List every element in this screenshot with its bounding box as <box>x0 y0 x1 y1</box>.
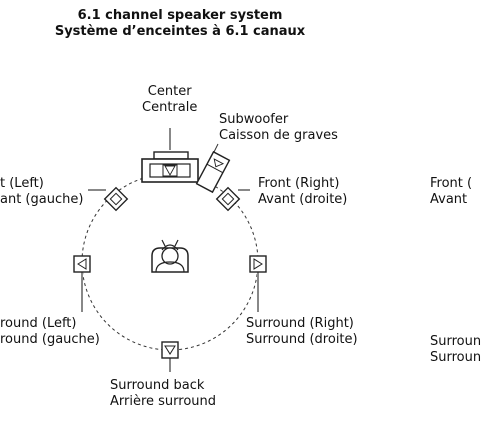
front-right-speaker-icon <box>215 186 241 212</box>
label-next-surround: Surroun Surroun <box>430 334 482 365</box>
front-left-speaker-icon <box>103 186 129 212</box>
listener-icon <box>151 239 189 273</box>
surround-left-speaker-icon <box>73 255 91 273</box>
label-next-front: Front ( Avant <box>430 176 473 207</box>
label-front-right: Front (Right) Avant (droite) <box>258 176 348 207</box>
diagram-title: 6.1 channel speaker system Système d’enc… <box>0 8 360 40</box>
surround-right-speaker-icon <box>249 255 267 273</box>
label-surround-back: Surround back Arrière surround <box>110 378 217 409</box>
label-surround-right: Surround (Right) Surround (droite) <box>246 316 358 347</box>
surround-back-speaker-icon <box>161 341 179 359</box>
title-french: Système d’enceintes à 6.1 canaux <box>54 24 306 39</box>
label-surround-left: round (Left) round (gauche) <box>0 316 100 347</box>
title-english: 6.1 channel speaker system <box>77 8 283 23</box>
label-subwoofer: Subwoofer Caisson de graves <box>219 112 338 143</box>
subwoofer-icon <box>195 150 231 194</box>
label-center: Center Centrale <box>142 84 198 115</box>
label-front-left: t (Left) ant (gauche) <box>0 176 84 207</box>
leader-line-subwoofer <box>213 143 219 153</box>
center-speaker-icon <box>141 151 199 183</box>
